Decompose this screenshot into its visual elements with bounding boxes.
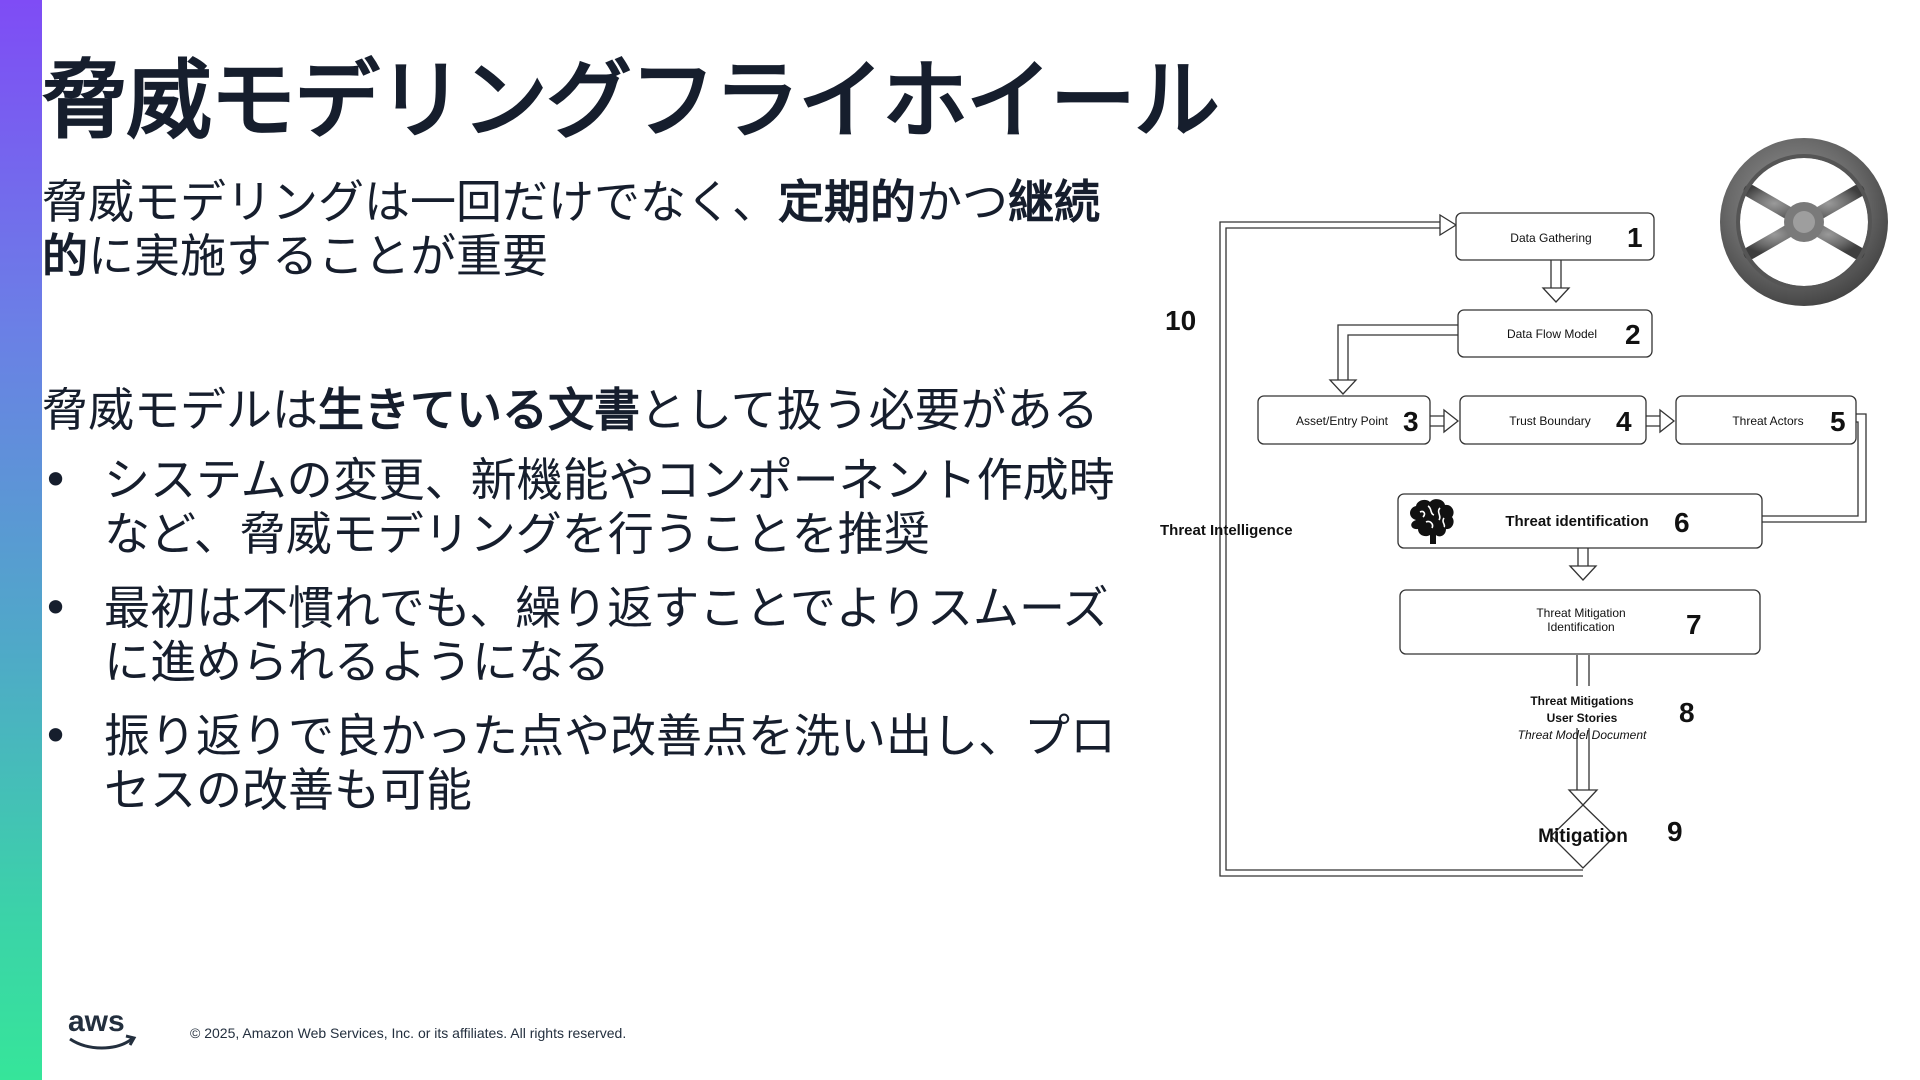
arrow-2-3 (1328, 324, 1458, 395)
node-threat-actors: Threat Actors 5 (1675, 395, 1857, 445)
node-number: 5 (1830, 406, 1846, 437)
node-label: Threat identification (1505, 513, 1648, 530)
arrow-6-7 (1568, 548, 1598, 581)
node-label-line3: Threat Model Document (1518, 728, 1647, 742)
flywheel-diagram: Data Gathering 1 Data Flow Model 2 Asset… (1140, 200, 1900, 900)
node-label-line1: Threat Mitigation (1536, 606, 1625, 620)
node-label-line2: Identification (1547, 620, 1614, 634)
arrow-4-5 (1646, 408, 1676, 434)
arrow-7-9 (1567, 655, 1599, 806)
node-mitigation: Mitigation 9 (1538, 804, 1683, 869)
loop-arrowhead (1439, 213, 1458, 237)
bullet-item: • 振り返りで良かった点や改善点を洗い出し、プロセスの改善も可能 (42, 709, 1122, 817)
paragraph-2-bold: 生きている文書 (318, 383, 640, 437)
node-step-8: Threat Mitigations User Stories Threat M… (1518, 694, 1695, 742)
loop-line (1219, 221, 1583, 877)
bullet-list: • システムの変更、新機能やコンポーネント作成時など、脅威モデリングを行うことを推… (42, 453, 1122, 817)
brain-icon (1410, 499, 1454, 544)
bullet-text: システムの変更、新機能やコンポーネント作成時など、脅威モデリングを行うことを推奨 (104, 453, 1115, 561)
bullet-item: • システムの変更、新機能やコンポーネント作成時など、脅威モデリングを行うことを推… (42, 453, 1122, 561)
node-label: Data Gathering (1510, 231, 1591, 245)
node-data-gathering: Data Gathering 1 (1455, 212, 1655, 261)
node-number: 4 (1616, 406, 1632, 437)
paragraph-1-bold-b: 継続的 (42, 175, 1100, 283)
node-asset-entry-point: Asset/Entry Point 3 (1257, 395, 1431, 445)
loop-number: 10 (1165, 305, 1196, 336)
aws-logo: aws (68, 1005, 138, 1053)
node-number: 3 (1403, 406, 1419, 437)
logo-text: aws (68, 1005, 125, 1038)
paragraph-1-text-c: に実施することが重要 (88, 229, 548, 283)
arrow-1-2 (1541, 260, 1571, 303)
accent-bar (0, 0, 42, 1080)
loop-label: Threat Intelligence (1160, 522, 1293, 539)
paragraph-2: 脅威モデルは生きている文書として扱う必要がある (42, 383, 1122, 437)
node-number: 2 (1625, 319, 1641, 350)
paragraph-1-text-a: 脅威モデリングは一回だけでなく、 (42, 175, 778, 229)
node-number: 6 (1674, 507, 1690, 538)
node-label: Trust Boundary (1509, 414, 1591, 428)
node-number: 9 (1667, 816, 1683, 847)
paragraph-1: 脅威モデリングは一回だけでなく、定期的かつ継続的に実施することが重要 (42, 175, 1122, 283)
node-label: Threat Actors (1732, 414, 1803, 428)
bullet-marker: • (42, 581, 70, 635)
slide-body: 脅威モデリングは一回だけでなく、定期的かつ継続的に実施することが重要 脅威モデル… (42, 175, 1122, 837)
bullet-item: • 最初は不慣れでも、繰り返すことでよりスムーズに進められるようになる (42, 581, 1122, 689)
copyright-text: © 2025, Amazon Web Services, Inc. or its… (190, 1025, 627, 1041)
node-label: Mitigation (1538, 826, 1628, 847)
node-number: 7 (1686, 609, 1702, 640)
node-label: Data Flow Model (1507, 327, 1597, 341)
paragraph-2-text-b: として扱う必要がある (640, 383, 1099, 437)
flywheel-icon (1718, 136, 1890, 308)
paragraph-1-bold-a: 定期的 (778, 175, 916, 229)
node-data-flow-model: Data Flow Model 2 (1457, 309, 1653, 358)
bullet-marker: • (42, 709, 70, 763)
node-trust-boundary: Trust Boundary 4 (1459, 395, 1647, 445)
node-number: 8 (1679, 697, 1695, 728)
slide-title: 脅威モデリングフライホイール (42, 51, 1220, 151)
bullet-text: 振り返りで良かった点や改善点を洗い出し、プロセスの改善も可能 (104, 709, 1116, 817)
bullet-marker: • (42, 453, 70, 507)
node-label-line2: User Stories (1547, 711, 1618, 725)
node-threat-identification: Threat identification 6 (1397, 493, 1763, 549)
node-number: 1 (1627, 222, 1643, 253)
paragraph-2-text-a: 脅威モデルは (42, 383, 318, 437)
node-label: Asset/Entry Point (1296, 414, 1389, 428)
node-threat-mitigation-identification: Threat Mitigation Identification 7 (1399, 589, 1761, 655)
paragraph-1-text-b: かつ (916, 175, 1008, 229)
node-label-line1: Threat Mitigations (1530, 694, 1634, 708)
bullet-text: 最初は不慣れでも、繰り返すことでよりスムーズに進められるようになる (104, 581, 1109, 689)
arrow-3-4 (1430, 408, 1460, 434)
